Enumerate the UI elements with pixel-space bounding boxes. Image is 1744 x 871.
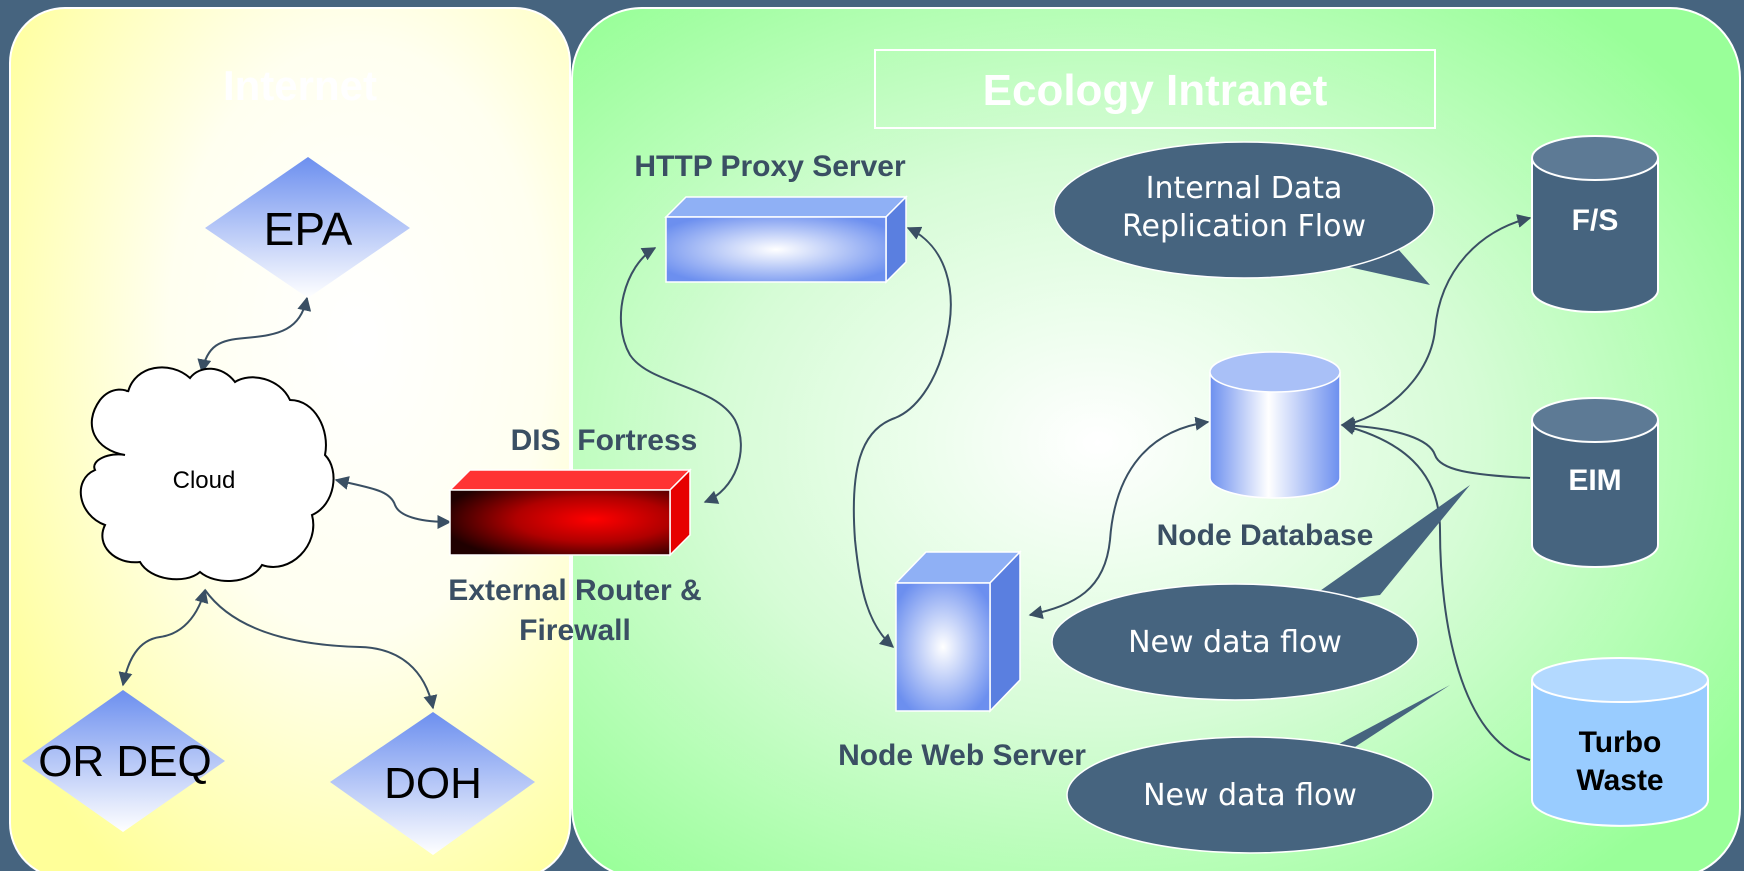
connector-cloud-doh bbox=[204, 589, 438, 710]
new-data-flow-label-2: New data flow bbox=[1143, 778, 1357, 813]
turbo-waste-datastore: Turbo Waste bbox=[1531, 657, 1709, 827]
intranet-title: Ecology Intranet bbox=[983, 66, 1328, 115]
epa-label: EPA bbox=[264, 203, 353, 255]
web-server-label: Node Web Server bbox=[838, 739, 1086, 772]
connector-webserver-db bbox=[1028, 416, 1210, 620]
replication-line1: Internal Data bbox=[1146, 171, 1343, 206]
cloud-label: Cloud bbox=[173, 467, 236, 494]
node-database bbox=[1209, 351, 1341, 499]
doh-label: DOH bbox=[384, 759, 482, 808]
or-deq-node: OR DEQ bbox=[22, 690, 225, 832]
intranet-title-box bbox=[874, 49, 1436, 129]
cloud-icon bbox=[79, 366, 335, 583]
connector-fs-db bbox=[1340, 214, 1532, 431]
fs-datastore: F/S bbox=[1531, 135, 1659, 313]
eim-label: EIM bbox=[1568, 464, 1621, 497]
web-server-node bbox=[894, 550, 1022, 713]
fs-label: F/S bbox=[1572, 204, 1619, 237]
proxy-server-node bbox=[664, 195, 908, 284]
connector-cloud-fortress bbox=[334, 476, 452, 529]
replication-callout: Internal Data Replication Flow bbox=[1053, 141, 1435, 285]
new-data-flow-callout-2: New data flow bbox=[1066, 685, 1450, 854]
router-label-line2: Firewall bbox=[519, 614, 631, 647]
connector-turbo-db bbox=[1340, 421, 1531, 761]
connector-proxy-fortress bbox=[619, 247, 742, 504]
turbo-label-line2: Waste bbox=[1576, 764, 1663, 797]
new-data-flow-callout-1: New data flow bbox=[1051, 485, 1470, 701]
connectors bbox=[118, 214, 1532, 761]
internet-title: Internet bbox=[223, 62, 377, 109]
new-data-flow-label-1: New data flow bbox=[1128, 625, 1342, 660]
connector-cloud-ordeq bbox=[118, 588, 209, 687]
doh-node: DOH bbox=[330, 712, 535, 855]
router-label-line1: External Router & bbox=[448, 574, 701, 607]
firewall-node bbox=[448, 468, 692, 557]
connector-epa-cloud bbox=[197, 296, 312, 374]
connector-eim-db bbox=[1340, 418, 1531, 479]
connector-proxy-webserver bbox=[852, 226, 952, 648]
or-deq-label: OR DEQ bbox=[38, 737, 212, 786]
eim-datastore: EIM bbox=[1531, 397, 1659, 568]
epa-node: EPA bbox=[205, 157, 410, 298]
fortress-label: DIS Fortress bbox=[511, 424, 698, 457]
replication-line2: Replication Flow bbox=[1122, 209, 1366, 244]
cloud-node: Cloud bbox=[79, 366, 335, 583]
turbo-label-line1: Turbo bbox=[1579, 726, 1662, 759]
node-database-label: Node Database bbox=[1157, 519, 1374, 552]
proxy-label: HTTP Proxy Server bbox=[634, 150, 906, 183]
